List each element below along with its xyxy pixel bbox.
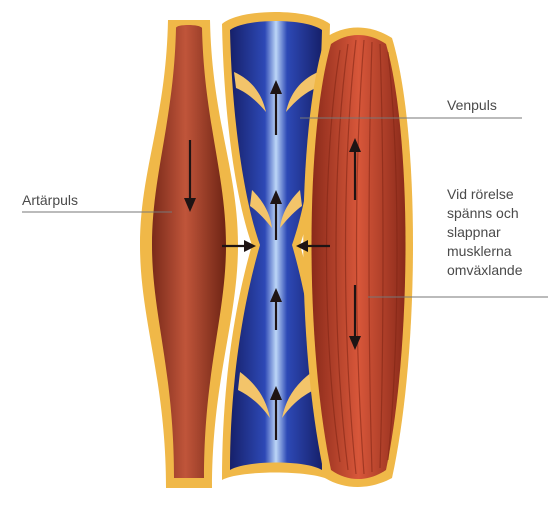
- venous-pulse-label: Venpuls: [447, 97, 497, 114]
- artery: [140, 20, 238, 488]
- muscle-description-label: Vid rörelse spänns och slappnar musklern…: [447, 185, 523, 280]
- muscle-label-line: omväxlande: [447, 261, 523, 280]
- muscle-label-line: Vid rörelse: [447, 185, 523, 204]
- muscle-label-line: spänns och: [447, 204, 523, 223]
- muscle-label-line: slappnar: [447, 223, 523, 242]
- muscle: [303, 28, 413, 488]
- muscle-label-line: musklerna: [447, 242, 523, 261]
- arterial-pulse-label: Artärpuls: [22, 192, 78, 209]
